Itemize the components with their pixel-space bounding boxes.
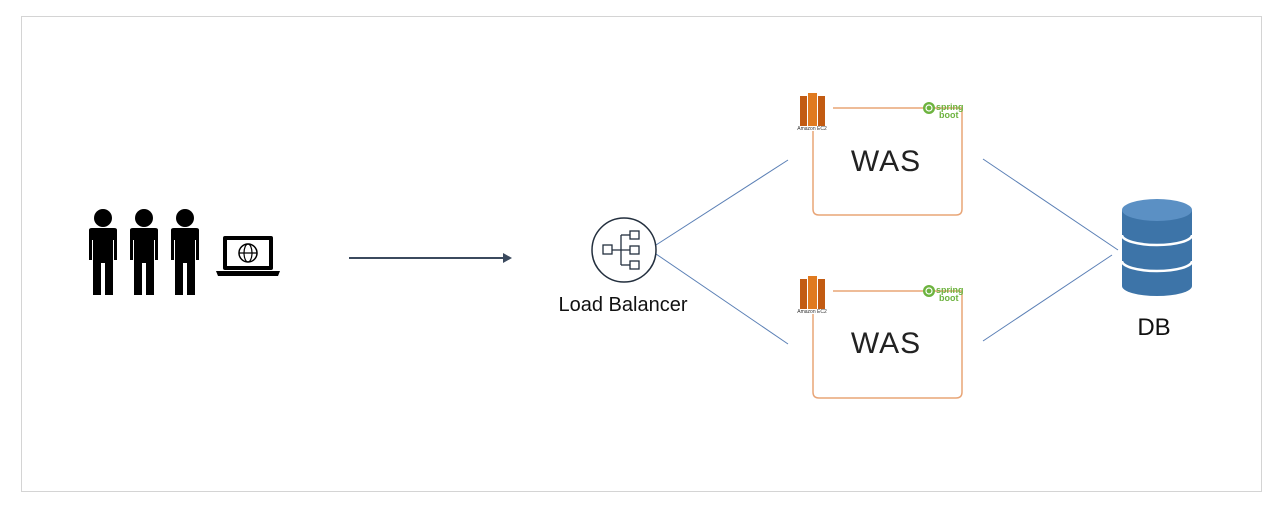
- spring-text: spring: [936, 285, 964, 295]
- spring-boot-label: spring boot: [936, 285, 964, 303]
- was-server-1: [800, 93, 963, 216]
- laptop-globe-icon: [216, 236, 280, 276]
- database-icon: [1120, 199, 1194, 296]
- boot-text: boot: [939, 110, 959, 120]
- spring-boot-icon: [923, 102, 935, 114]
- was-server-2: [800, 276, 963, 399]
- load-balancer-label: Load Balancer: [558, 294, 688, 316]
- connector-lines: [655, 158, 1119, 345]
- was-title: WAS: [850, 145, 922, 178]
- ec2-icon: [800, 276, 825, 309]
- database-label: DB: [1137, 314, 1171, 341]
- boot-text: boot: [939, 293, 959, 303]
- ec2-caption: Amazon EC2: [797, 309, 827, 315]
- was-title: WAS: [850, 327, 922, 360]
- ec2-caption: Amazon EC2: [797, 126, 827, 132]
- spring-text: spring: [936, 102, 964, 112]
- spring-boot-label: spring boot: [936, 102, 964, 120]
- request-arrow: [349, 253, 512, 263]
- load-balancer-icon: [591, 217, 657, 283]
- users-icon: [89, 209, 199, 295]
- ec2-icon: [800, 93, 825, 126]
- spring-boot-icon: [923, 285, 935, 297]
